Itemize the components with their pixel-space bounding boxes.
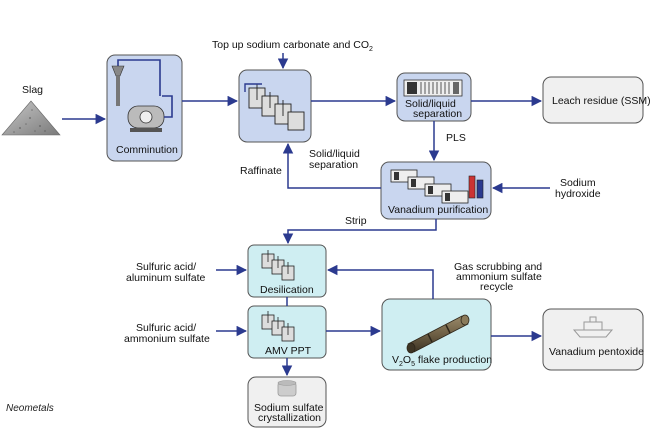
flake-sub-5: 5 [411,361,415,368]
vanadium-pentoxide-box: Vanadium pentoxide [542,308,644,371]
sodium-sulfate-label-1: Sodium sulfate [254,402,324,414]
sodium-sulfate-box: Sodium sulfate crystallization [247,376,327,428]
gas-recycle-label-3: recycle [480,281,513,293]
filter-press-icon [403,79,463,97]
leaching-note-1: Solid/liquid [309,148,360,160]
flake-rest: flake production [415,354,492,366]
leaching-note-2: separation [309,159,358,171]
flake-production-label: V2O5 flake production [392,354,492,368]
pls-label: PLS [446,132,466,144]
vanadium-purification-box: Vanadium purification [380,161,492,220]
gas-recycle-label-2: ammonium sulfate [456,271,542,283]
precipitation-tanks-icon [261,311,295,342]
mill-icon [111,59,173,132]
arrow-raffinate [282,142,381,189]
ship-icon [572,316,614,338]
solid-liquid-label-1: Solid/liquid [405,98,456,110]
raffinate-label: Raffinate [240,165,282,177]
sulfuric-ammonium-label-1: Sulfuric acid/ [136,322,196,334]
leach-residue-box: Leach residue (SSM) [542,76,650,124]
leach-residue-label: Leach residue (SSM) [552,95,650,107]
slag-pile-icon [1,100,61,136]
bag-icon [277,380,297,397]
credit-label: Neometals [6,403,54,414]
sodium-sulfate-label-2: crystallization [258,412,321,424]
solid-liquid-label-2: separation [413,108,462,120]
arrow-gas-recycle [326,264,434,299]
sulfuric-aluminum-label-2: aluminum sulfate [126,272,206,284]
flake-o: O [403,354,411,366]
solid-liquid-box: Solid/liquid separation [396,72,472,122]
kiln-icon [406,314,470,354]
tank-cascade-icon [244,83,305,131]
desilication-tanks-icon [261,250,295,281]
amv-ppt-box: AMV PPT [247,305,327,359]
sodium-hydroxide-label-1: Sodium [560,177,596,189]
slag-label: Slag [22,84,43,96]
top-up-subscript: 2 [369,46,373,53]
strip-label: Strip [345,215,367,227]
gas-recycle-label-1: Gas scrubbing and [454,261,542,273]
amv-ppt-label: AMV PPT [265,345,312,357]
leaching-box [238,69,312,143]
sodium-hydroxide-label-2: hydroxide [555,188,601,200]
sulfuric-ammonium-label-2: ammonium sulfate [124,333,210,345]
arrow-strip [282,219,437,245]
flake-production-box: V2O5 flake production [381,298,492,371]
mixer-settler-icon [390,169,484,204]
sulfuric-aluminum-label-1: Sulfuric acid/ [136,261,196,273]
comminution-box: Comminution [106,54,183,162]
top-up-text: Top up sodium carbonate and CO [212,39,369,51]
flake-sub-2: 2 [399,361,403,368]
desilication-label: Desilication [260,284,314,296]
vanadium-pentoxide-label: Vanadium pentoxide [549,346,644,358]
vanadium-purification-label: Vanadium purification [388,204,488,216]
comminution-label: Comminution [116,144,178,156]
top-up-label: Top up sodium carbonate and CO2 [212,39,373,53]
desilication-box: Desilication [247,244,327,298]
flake-v: V [392,354,399,366]
